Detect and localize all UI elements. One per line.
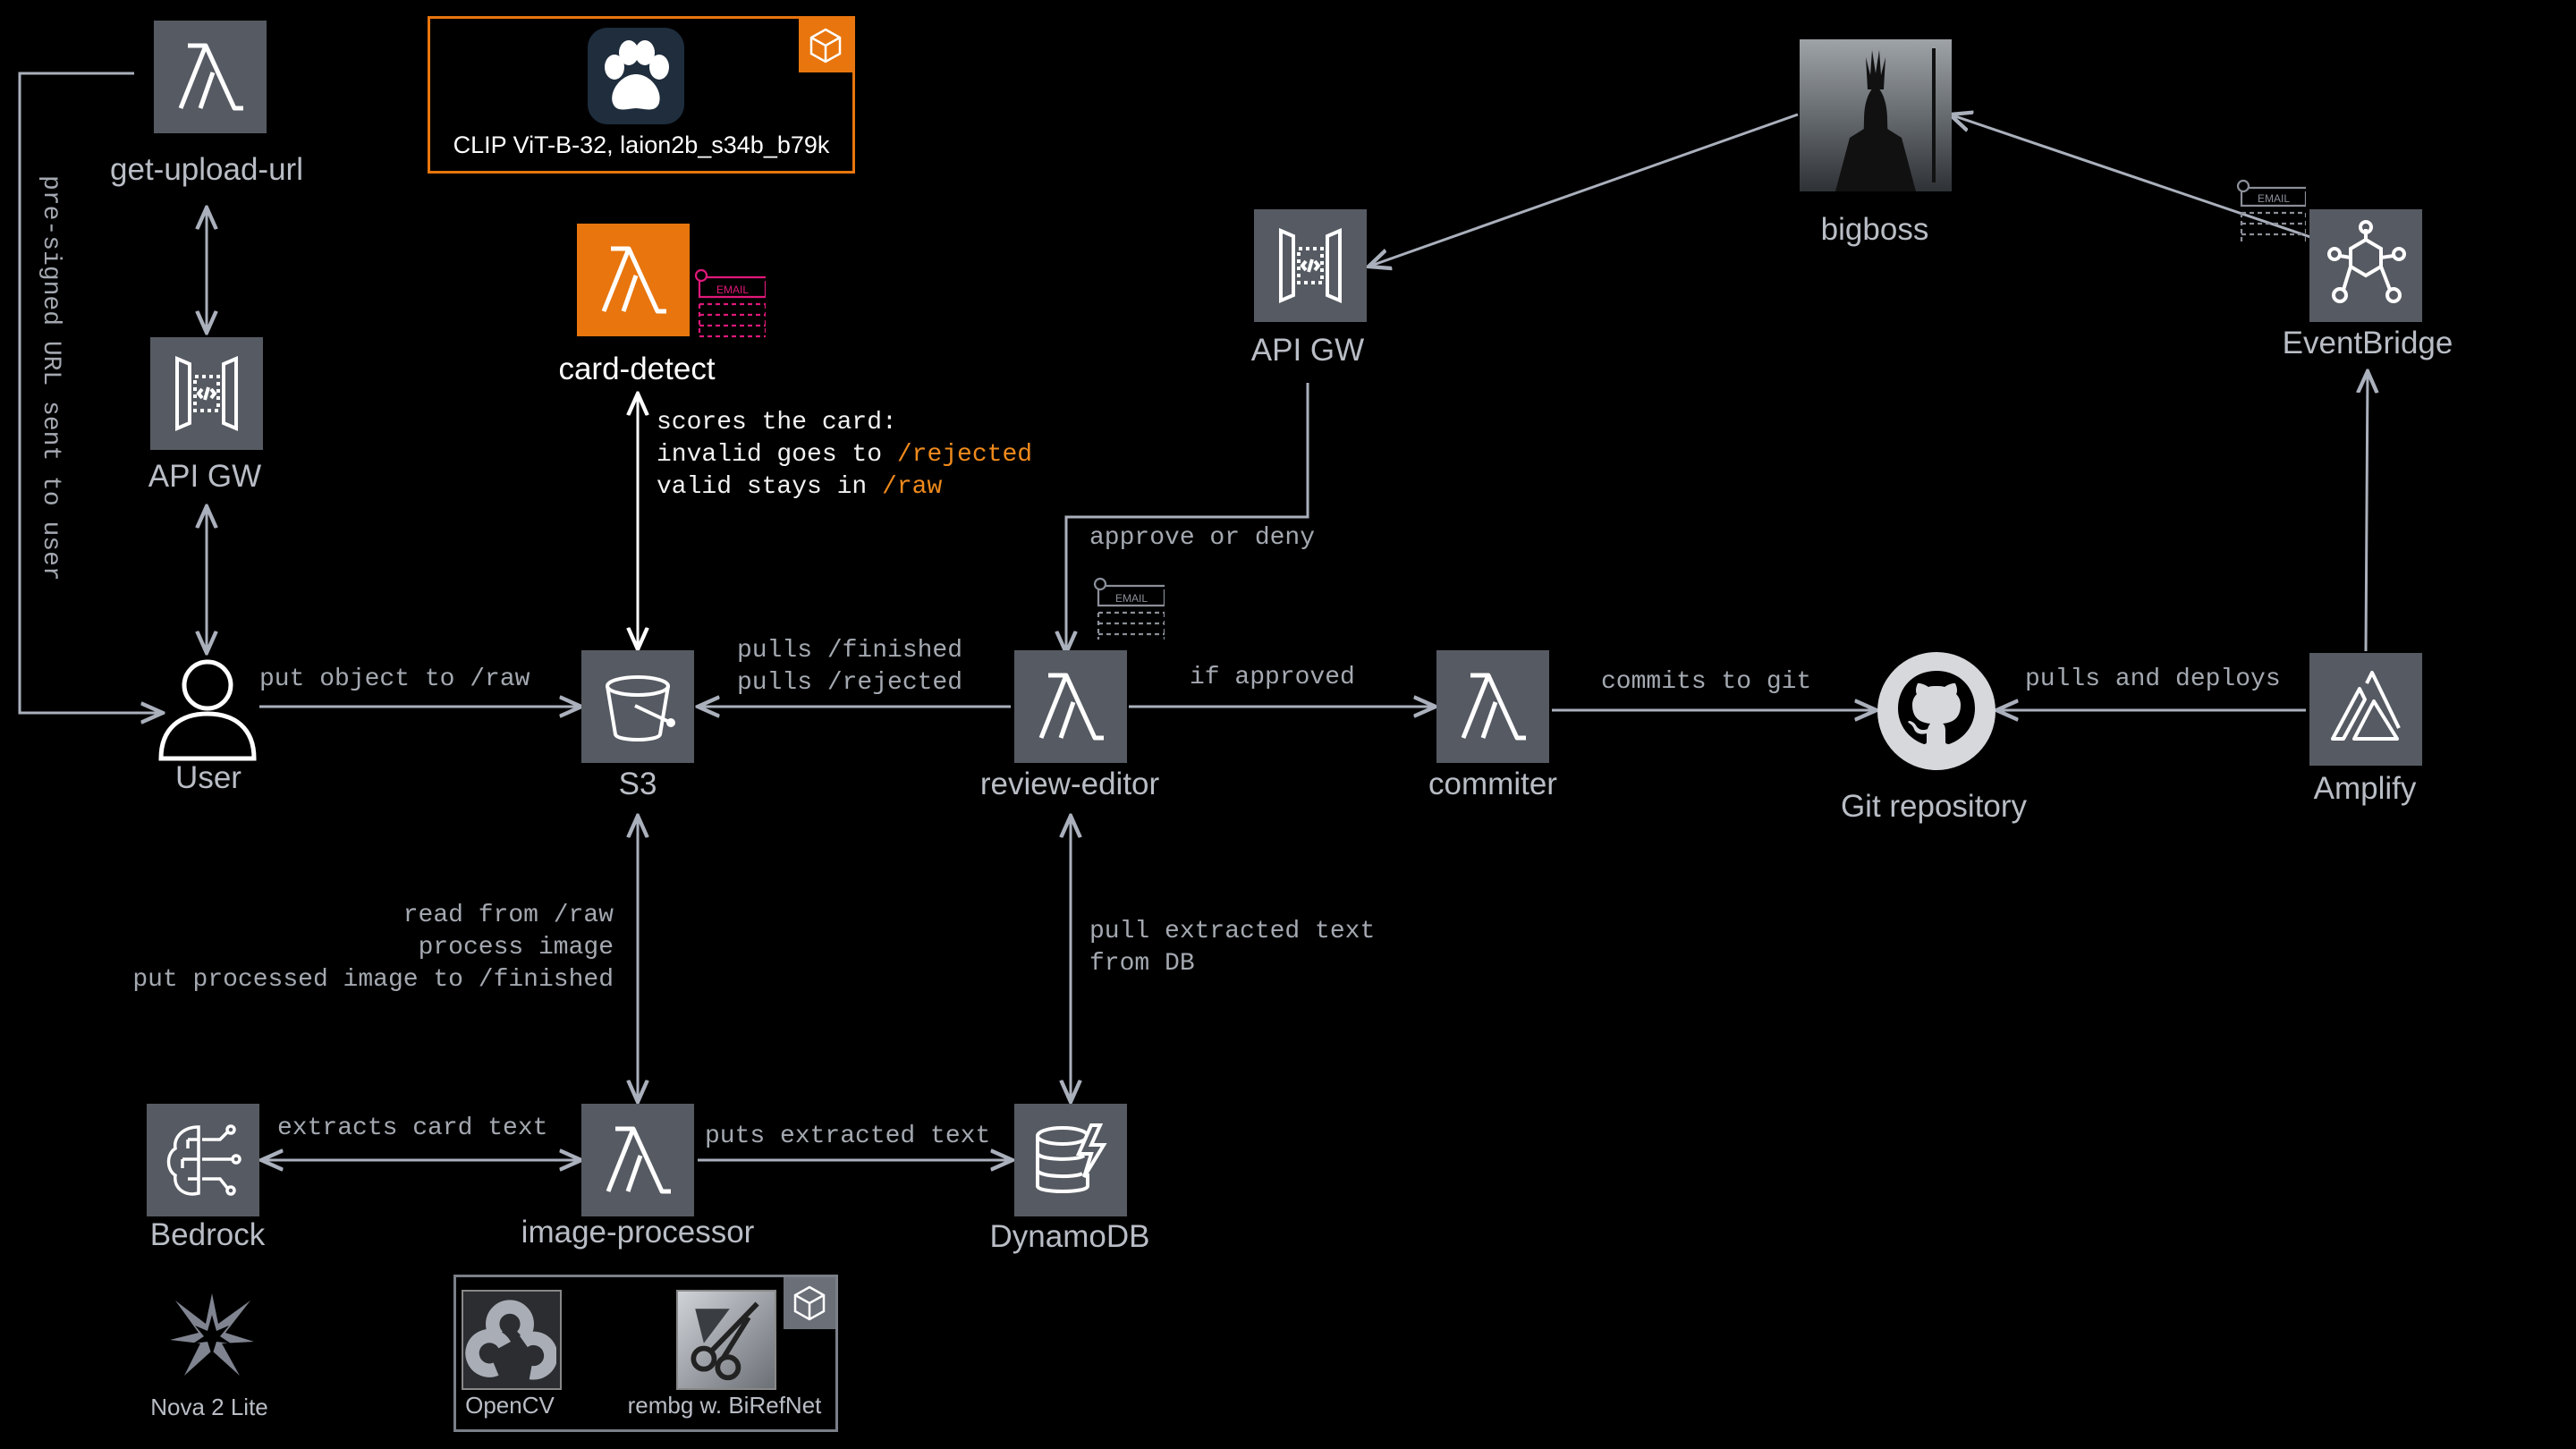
pulls-edge-label: pulls /finished pulls /rejected: [737, 635, 962, 699]
image-processor-label: image-processor: [521, 1215, 755, 1250]
image-processing-edge-label: read from /raw process image put process…: [132, 900, 614, 996]
opencv-label: OpenCV: [465, 1392, 555, 1419]
bigboss-avatar: [1800, 39, 1952, 191]
container-icon: [784, 1277, 835, 1329]
eventbridge-icon[interactable]: [2309, 209, 2422, 322]
svg-text:EMAIL: EMAIL: [716, 284, 749, 296]
card-detect-description: scores the card: invalid goes to /reject…: [657, 407, 1032, 504]
if-approved-edge-label: if approved: [1190, 664, 1355, 691]
get-upload-url-label: get-upload-url: [110, 152, 303, 187]
dynamodb-icon[interactable]: [1014, 1104, 1127, 1216]
pull-text-line-2: from DB: [1089, 950, 1195, 978]
get-upload-url-lambda-icon[interactable]: [154, 21, 267, 133]
nova-label: Nova 2 Lite: [150, 1394, 268, 1420]
presigned-url-edge-label: pre-signed URL sent to user: [37, 175, 64, 581]
edge-presigned-url: [18, 72, 163, 713]
card-detect-line-2: invalid goes to /rejected: [657, 441, 1033, 469]
email-badge-eventbridge: EMAIL: [2234, 179, 2308, 245]
pulls-finished-text: pulls /finished: [737, 637, 963, 665]
api-gateway-left-icon[interactable]: [150, 337, 263, 450]
edge-eventbridge-bigboss: [1950, 114, 2319, 242]
api-gateway-left-label: API GW: [148, 459, 262, 494]
email-badge-card-detect: EMAIL: [692, 268, 767, 338]
image-libs-container: OpenCV rembg w. BiRefNet: [453, 1275, 838, 1432]
svg-text:EMAIL: EMAIL: [2258, 192, 2290, 205]
card-detect-lambda-icon[interactable]: [577, 224, 690, 336]
api-gateway-right-icon[interactable]: [1254, 209, 1367, 322]
edge-bigboss-apigw: [1368, 113, 1799, 267]
commiter-label: commiter: [1428, 767, 1557, 801]
process-image-text: process image: [418, 934, 614, 962]
pull-extracted-text-edge-label: pull extracted text from DB: [1089, 916, 1375, 980]
pulls-deploys-edge-label: pulls and deploys: [2025, 665, 2281, 693]
put-object-edge-label: put object to /raw: [259, 665, 530, 693]
nova-icon: [165, 1288, 259, 1383]
extracts-edge-label: extracts card text: [277, 1114, 548, 1142]
pulls-rejected-text: pulls /rejected: [737, 669, 963, 697]
commiter-lambda-icon[interactable]: [1436, 650, 1549, 763]
dynamodb-label: DynamoDB: [989, 1219, 1150, 1254]
bigboss-label: bigboss: [1820, 212, 1929, 247]
user-icon[interactable]: [154, 655, 261, 762]
card-detect-line-1: scores the card:: [657, 409, 897, 436]
review-editor-label: review-editor: [979, 767, 1160, 801]
rembg-icon: [676, 1290, 776, 1390]
image-processor-lambda-icon[interactable]: [581, 1104, 694, 1216]
commits-edge-label: commits to git: [1601, 668, 1812, 696]
bedrock-label: Bedrock: [149, 1217, 266, 1252]
edge-apigw-review: [1066, 383, 1309, 653]
card-detect-label: card-detect: [558, 352, 716, 386]
approve-deny-edge-label: approve or deny: [1089, 524, 1316, 552]
opencv-icon: [462, 1290, 562, 1390]
s3-bucket-icon[interactable]: [581, 650, 694, 763]
container-icon: [799, 19, 852, 72]
user-label: User: [175, 760, 242, 795]
rembg-label: rembg w. BiRefNet: [627, 1392, 822, 1419]
put-processed-text: put processed image to /finished: [132, 966, 614, 994]
puts-text-edge-label: puts extracted text: [705, 1123, 991, 1150]
eventbridge-label: EventBridge: [2282, 326, 2453, 360]
svg-text:EMAIL: EMAIL: [1115, 592, 1148, 605]
email-badge-review-editor: EMAIL: [1091, 577, 1166, 643]
bedrock-icon[interactable]: [147, 1104, 259, 1216]
pull-text-line-1: pull extracted text: [1089, 918, 1376, 945]
amplify-icon[interactable]: [2309, 653, 2422, 766]
review-editor-lambda-icon[interactable]: [1014, 650, 1127, 763]
card-detect-line-3: valid stays in /raw: [657, 473, 943, 501]
amplify-label: Amplify: [2313, 771, 2417, 806]
read-raw-text: read from /raw: [402, 902, 614, 929]
s3-label: S3: [618, 767, 657, 801]
clip-model-container: CLIP ViT-B-32, laion2b_s34b_b79k: [428, 16, 855, 174]
git-repository-label: Git repository: [1840, 789, 2028, 824]
edge-amplify-eventbridge: [2366, 371, 2368, 652]
api-gateway-right-label: API GW: [1250, 333, 1365, 368]
github-icon[interactable]: [1877, 651, 1996, 771]
paw-icon: [588, 28, 684, 124]
clip-model-label: CLIP ViT-B-32, laion2b_s34b_b79k: [453, 131, 830, 158]
